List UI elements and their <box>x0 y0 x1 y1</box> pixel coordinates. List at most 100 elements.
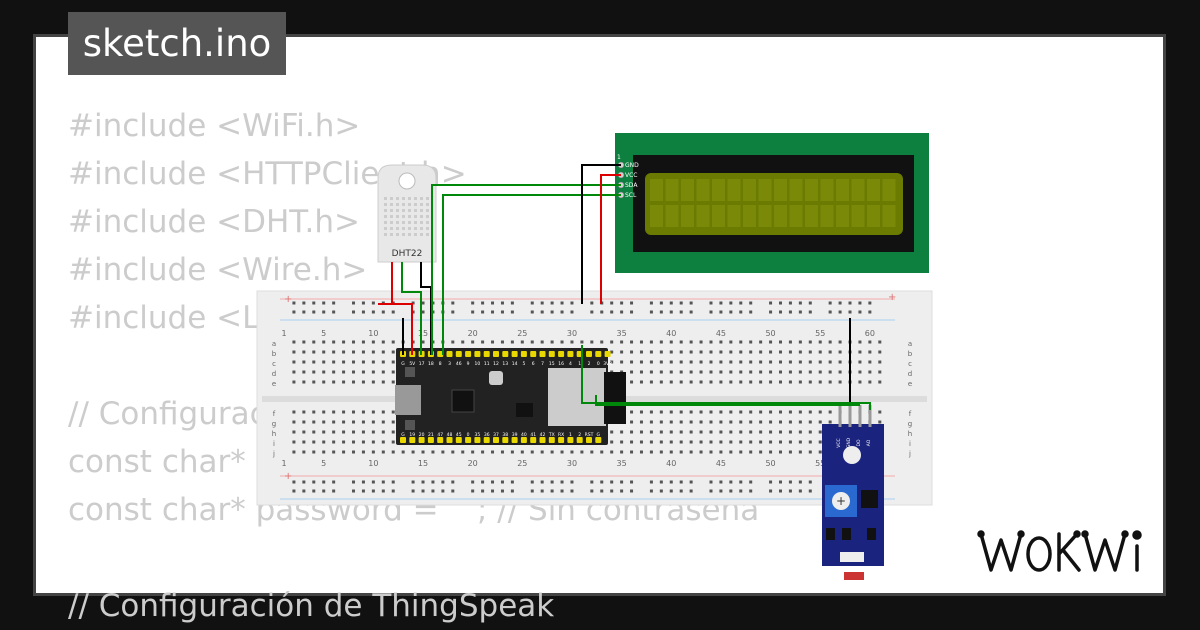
esp32-pin <box>520 351 527 357</box>
row-label: i <box>273 440 275 448</box>
column-label: 15 <box>418 459 428 468</box>
column-label: 45 <box>716 329 726 338</box>
ldr-pin-label: AO <box>866 439 872 446</box>
row-label: c <box>272 360 276 368</box>
esp32-pin-label: 3V3 <box>603 361 612 367</box>
svg-text:+: + <box>836 494 846 508</box>
esp32-pin <box>437 437 444 443</box>
boot-button[interactable] <box>405 367 415 377</box>
esp32-pin <box>502 351 509 357</box>
esp32-pin <box>530 437 537 443</box>
esp32-pin-label: 18 <box>428 361 434 367</box>
breadboard-column-labels: 1155101015152020252530303535404045455050… <box>281 329 875 468</box>
file-tab[interactable]: sketch.ino <box>68 12 286 75</box>
esp32-pin <box>455 437 462 443</box>
esp32-pin-label: 9 <box>467 361 470 367</box>
column-label: 35 <box>617 329 627 338</box>
wokwi-logo <box>977 530 1142 572</box>
lcd-pin-label: SCL <box>625 192 637 199</box>
wire-lcd-gnd <box>581 164 621 304</box>
code-line: #include <WiFi.h> <box>68 108 361 144</box>
rail-plus-label: + <box>284 294 292 305</box>
esp32-pin-label: 37 <box>493 432 499 438</box>
esp32-pin-label: 2 <box>578 432 581 438</box>
wire-dht-data <box>401 262 422 355</box>
row-label: b <box>272 350 277 358</box>
dht22-sensor[interactable]: DHT22 <box>377 164 437 263</box>
antenna <box>604 372 626 424</box>
ldr-pin <box>838 405 842 427</box>
esp32-pin-label: RX <box>558 432 564 438</box>
row-label: f <box>909 410 912 418</box>
esp32-pin-label: 0 <box>467 432 470 438</box>
esp32-pin <box>576 437 583 443</box>
lcd-character-cells <box>650 179 896 227</box>
column-label: 5 <box>321 459 326 468</box>
rail-plus-label-bottom: + <box>284 471 292 482</box>
column-label: 10 <box>368 459 378 468</box>
ldr-pin-label: VCC <box>836 438 842 447</box>
esp32-pin-label: 42 <box>540 432 546 438</box>
esp32-pin <box>539 437 546 443</box>
column-label: 55 <box>815 329 825 338</box>
esp32-pin <box>474 437 481 443</box>
esp32-pin-label: 36 <box>484 432 490 438</box>
dht22-vent-grid <box>384 197 429 236</box>
column-label: 45 <box>716 459 726 468</box>
wire-lcd-sda <box>431 184 621 355</box>
column-label: 30 <box>567 329 577 338</box>
esp32-pin-label: 45 <box>456 432 462 438</box>
esp32-pin <box>474 351 481 357</box>
esp32-pin-label: 39 <box>512 432 518 438</box>
wire-ldr-ao <box>581 345 871 410</box>
esp32-pin-label: 15 <box>549 361 555 367</box>
row-label: i <box>909 440 911 448</box>
dht22-label: DHT22 <box>392 249 423 259</box>
esp32-pin <box>530 351 537 357</box>
ldr-photoresistor <box>844 572 864 580</box>
esp32-pin <box>595 437 602 443</box>
wire-lcd-vcc <box>600 174 621 304</box>
wires <box>378 164 871 410</box>
code-line: #include <Wire.h> <box>68 252 368 288</box>
ldr-pin <box>868 405 872 427</box>
esp32-pin-label: 20 <box>419 432 425 438</box>
esp32-pin <box>418 437 425 443</box>
column-label: 25 <box>517 329 527 338</box>
esp32-pin-label: 5V <box>409 361 416 367</box>
column-label: 1 <box>281 459 286 468</box>
column-label: 1 <box>281 329 286 338</box>
esp32-pin <box>604 351 611 357</box>
esp32-pin-label: 0 <box>597 361 600 367</box>
regulator-chip <box>516 403 533 417</box>
row-label: d <box>908 370 912 378</box>
column-label: 30 <box>567 459 577 468</box>
column-label: 40 <box>666 329 676 338</box>
esp32-pin-label: 21 <box>428 432 434 438</box>
esp32-pin <box>586 351 592 357</box>
esp32-pin <box>586 437 592 443</box>
ldr-pin <box>858 405 862 427</box>
reset-button[interactable] <box>405 420 415 430</box>
esp32-pin <box>493 351 499 357</box>
esp32-pin-label: 40 <box>521 432 527 438</box>
rail-plus-label-right: + <box>888 292 896 303</box>
esp32-pin <box>483 437 490 443</box>
row-label: c <box>908 360 912 368</box>
row-label: e <box>908 380 912 388</box>
row-label: a <box>908 340 912 348</box>
wire-lcd-scl <box>442 194 621 355</box>
esp32-pin <box>465 437 472 443</box>
esp32-pin-label: G <box>401 361 405 367</box>
lcd-pin-label: VCC <box>625 172 637 179</box>
ldr-pin <box>848 405 852 427</box>
ldr-hole <box>843 446 861 464</box>
column-label: 40 <box>666 459 676 468</box>
esp32-pin <box>595 351 602 357</box>
esp32-pin-label: RST <box>585 432 594 438</box>
